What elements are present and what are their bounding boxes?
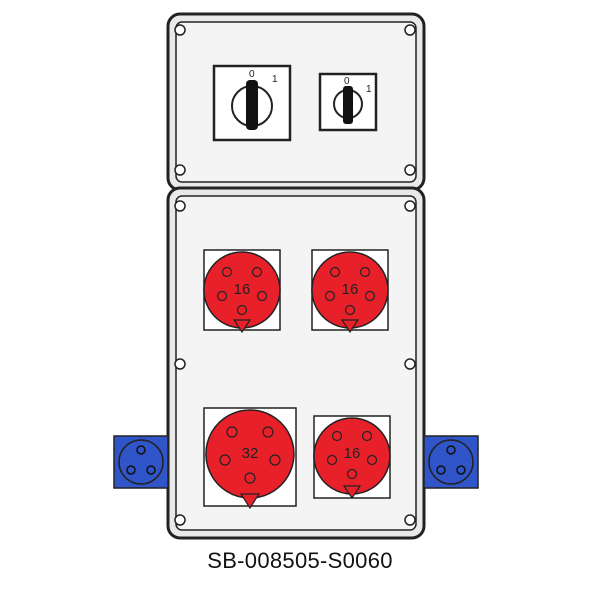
- upper-enclosure: [166, 12, 426, 192]
- socket2-rating: 16: [342, 281, 359, 298]
- upper-corner-screws: [174, 24, 416, 176]
- blue-socket-right: [423, 435, 479, 489]
- socket-16a-top-right: 16: [311, 249, 389, 334]
- product-code-caption: SB-008505-S0060: [207, 548, 393, 573]
- switch1-on-label: 1: [272, 74, 278, 85]
- switch2-off-label: 0: [344, 76, 350, 87]
- socket-32a-bottom-left: 32: [203, 407, 297, 510]
- main-rotary-switch: 0 1: [212, 64, 292, 142]
- socket3-rating: 32: [242, 445, 259, 462]
- secondary-rotary-switch: 0 1: [318, 72, 378, 132]
- switch1-off-label: 0: [249, 69, 255, 80]
- socket4-rating: 16: [344, 445, 361, 462]
- socket-16a-bottom-right: 16: [313, 415, 391, 500]
- socket1-rating: 16: [234, 281, 251, 298]
- socket-16a-top-left: 16: [203, 249, 281, 334]
- blue-socket-left: [113, 435, 169, 489]
- switch2-on-label: 1: [366, 84, 372, 95]
- lower-corner-screws: [174, 200, 416, 526]
